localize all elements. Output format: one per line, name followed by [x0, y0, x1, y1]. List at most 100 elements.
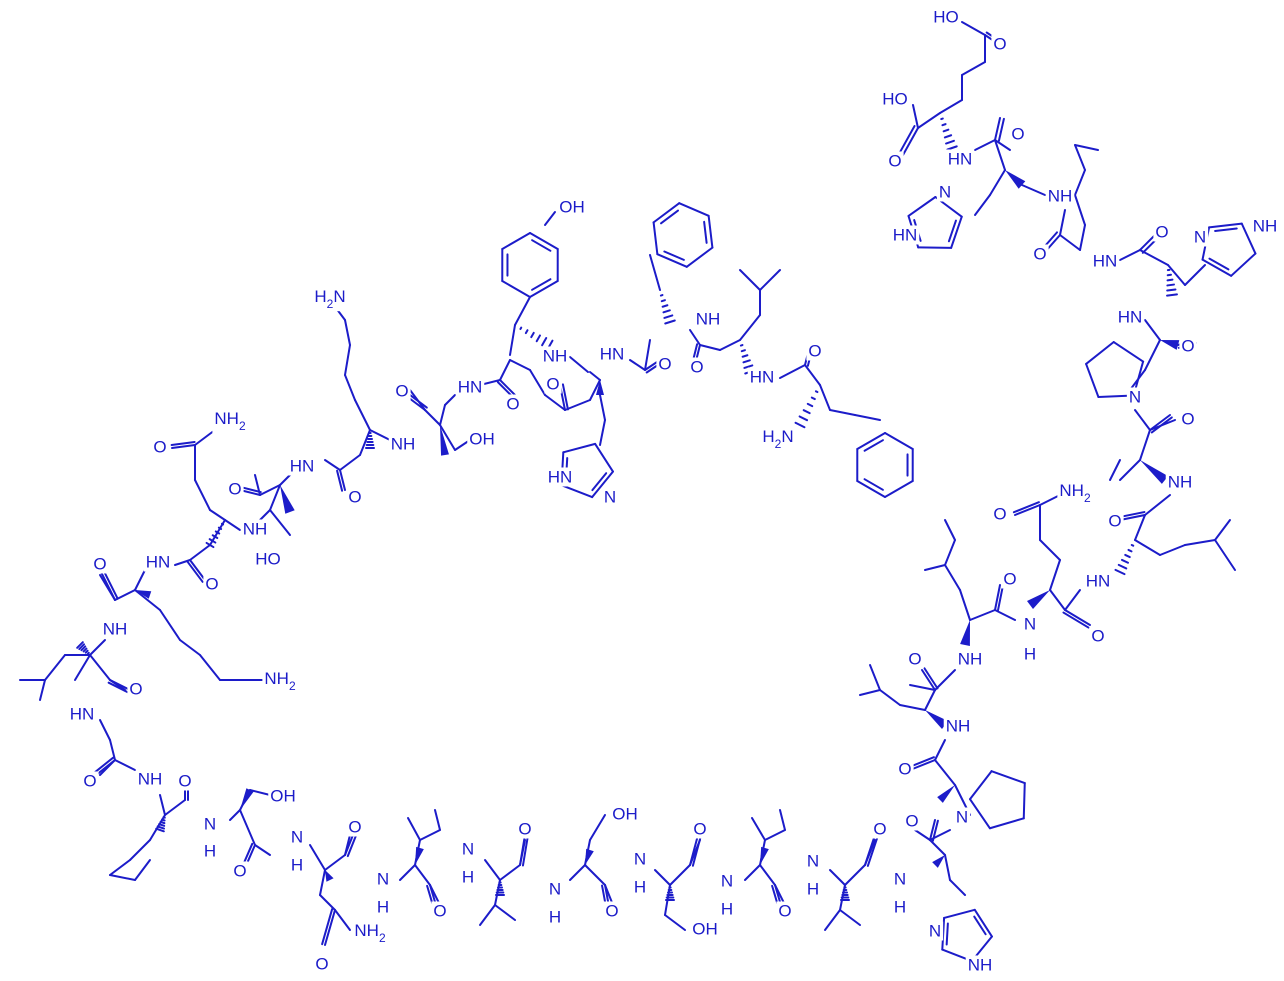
atom-label-mask [718, 899, 736, 919]
atom-label-mask [891, 869, 909, 889]
atom-label-nh-leu7: NH [138, 769, 163, 788]
atom-label-oh-ser3: OH [612, 804, 638, 823]
bond [229, 809, 241, 821]
bond [779, 809, 786, 831]
bond [1240, 222, 1257, 255]
atom-label-hn-gly: HN [70, 704, 95, 723]
atom-label-h-ser3: H [549, 907, 561, 926]
atom-label-o-ser3: O [605, 901, 618, 920]
atom-label-mask [891, 897, 909, 917]
bond [208, 538, 217, 544]
bond [1039, 494, 1061, 506]
atom-label-mask [81, 771, 99, 791]
bond [759, 864, 776, 886]
bond [1144, 494, 1171, 516]
atom-label-hn-ser1: HN [458, 377, 483, 396]
bond [78, 643, 86, 651]
atom-label-o-gln1-side: O [993, 504, 1006, 523]
bond [109, 739, 116, 761]
bond [779, 364, 806, 379]
atom-label-mask [143, 552, 173, 572]
atom-label-o-tyr: O [546, 374, 559, 393]
bond [161, 818, 166, 822]
bond [1184, 539, 1216, 546]
bond [929, 839, 946, 856]
bond [1059, 234, 1081, 251]
atom-label-h-val2: H [377, 897, 389, 916]
atom-label-h-ser4: H [634, 877, 646, 896]
bond [969, 609, 996, 621]
bond [544, 211, 556, 226]
bond [839, 909, 861, 926]
atom-label-mask [806, 341, 824, 361]
bond [794, 421, 806, 429]
bond [742, 359, 751, 364]
bond [531, 278, 552, 291]
atom-label-o-top: O [993, 34, 1006, 53]
bond [109, 679, 131, 691]
atom-label-o-leu7: O [178, 771, 191, 790]
bond [1062, 611, 1090, 629]
bond [974, 194, 991, 216]
atom-label-h-val4: H [721, 899, 733, 918]
bond [798, 415, 809, 422]
atom-label-nh-val2: N [377, 869, 389, 888]
bond [661, 304, 669, 308]
bond [691, 834, 702, 867]
atom-label-mask [1001, 569, 1019, 589]
bond [541, 337, 548, 347]
bond [829, 869, 846, 886]
atom-label-mask [201, 814, 219, 834]
atom-label-mask [656, 354, 674, 374]
stereo-wedge [440, 425, 449, 456]
bond [179, 639, 201, 656]
bond [1014, 504, 1041, 516]
bond [1074, 194, 1086, 226]
atom-label-hn-pro1: HN [1118, 307, 1143, 326]
atom-label-o-lys1: O [348, 487, 361, 506]
atom-label-o-gln1: O [1091, 626, 1104, 645]
bond [89, 639, 106, 656]
bond [155, 827, 165, 833]
bond [321, 908, 334, 946]
bond [129, 839, 151, 861]
atom-label-mask [1165, 472, 1195, 492]
atom-label-oh-ser4: OH [692, 919, 718, 938]
bond [654, 869, 671, 886]
atom-label-oh-ser2: OH [270, 786, 296, 805]
atom-label-mask [455, 377, 485, 397]
atom-label-mask [965, 955, 995, 975]
bond [629, 359, 646, 371]
bond [941, 916, 946, 951]
bond [804, 364, 821, 386]
bond [319, 869, 326, 896]
bond [562, 442, 597, 454]
bond [739, 269, 761, 291]
atom-label-mask [1057, 481, 1093, 506]
atom-label-nh-ser2: N [204, 814, 216, 833]
bond [923, 667, 939, 690]
bond [239, 486, 262, 494]
bond [344, 319, 351, 346]
bond [519, 326, 523, 331]
atom-label-mask [67, 704, 97, 724]
bond [529, 232, 559, 251]
bond [159, 820, 166, 825]
atom-label-mask [955, 649, 985, 669]
atom-label-mask [135, 769, 165, 789]
bond [439, 424, 456, 451]
atom-label-mask [688, 357, 706, 377]
bond [439, 404, 446, 426]
atom-label-o-his1: O [1011, 124, 1024, 143]
stereo-wedge [280, 485, 295, 514]
bond [194, 479, 211, 511]
bond [824, 909, 841, 931]
bond [239, 809, 256, 846]
bond [961, 61, 986, 76]
atom-label-mask [691, 819, 709, 839]
bond [339, 454, 361, 471]
bond [336, 469, 344, 492]
atom-label-mask [546, 879, 564, 899]
bond [369, 429, 391, 441]
bond [424, 409, 441, 426]
